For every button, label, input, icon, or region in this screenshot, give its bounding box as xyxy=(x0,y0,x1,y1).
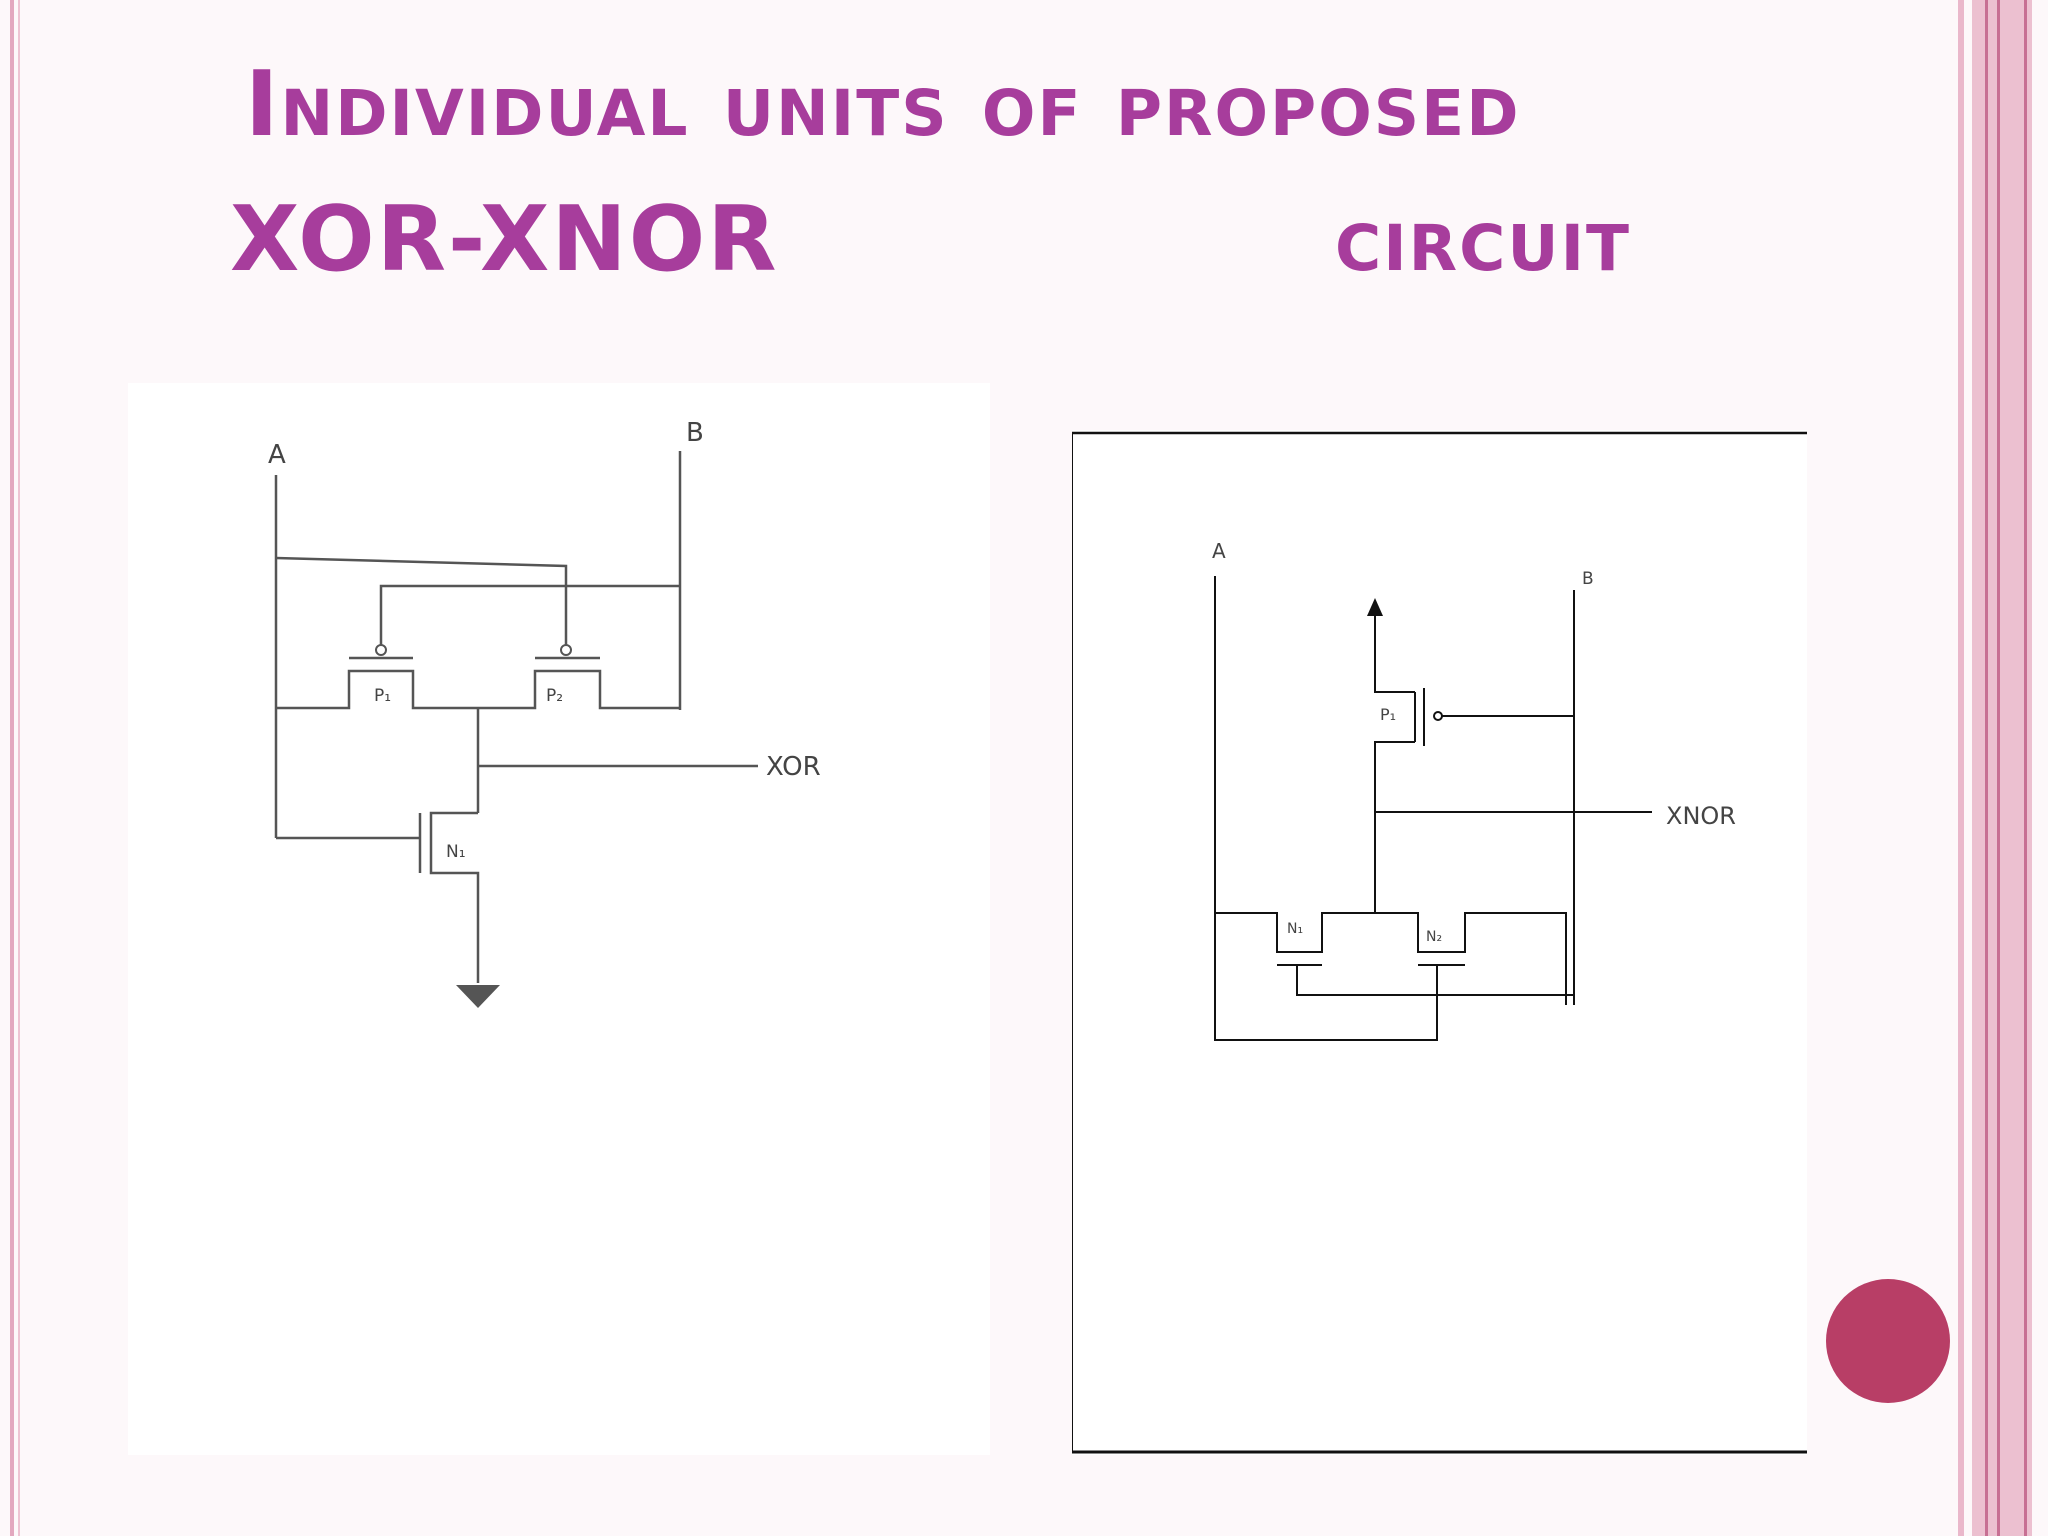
right-border-band xyxy=(1972,0,2032,1536)
title-line-1: Individual units of proposed xyxy=(245,52,1521,157)
left-border-line xyxy=(10,0,14,1536)
xor-p2-bubble xyxy=(560,644,572,656)
xnor-schematic-panel: A B P₁ N₁ N₂ XNOR xyxy=(1071,430,1807,1455)
left-border-line-inner xyxy=(18,0,20,1536)
slide-bullet-circle xyxy=(1826,1279,1950,1403)
xnor-schematic: A B P₁ N₁ N₂ XNOR xyxy=(1071,431,1807,1454)
xor-label-p2: P₂ xyxy=(546,686,563,706)
title-line-2-left: XOR-XNOR xyxy=(230,187,779,292)
xnor-output-node xyxy=(1374,741,1415,913)
xor-label-output: XOR xyxy=(766,752,821,782)
xnor-n2-gate-wire xyxy=(1214,965,1438,1041)
xor-p1-channel xyxy=(276,669,478,710)
xnor-label-b: B xyxy=(1582,569,1594,589)
xor-label-b: B xyxy=(686,418,704,448)
right-border-outer xyxy=(1958,0,1964,1536)
xor-label-p1: P₁ xyxy=(374,686,391,706)
ground-icon xyxy=(456,985,500,1008)
xor-label-a: A xyxy=(268,440,286,470)
xnor-n1-n2-channels xyxy=(1215,912,1567,1005)
xnor-supply-wire xyxy=(1374,610,1415,693)
xnor-label-n1: N₁ xyxy=(1287,921,1303,937)
xor-label-n1: N₁ xyxy=(446,842,466,862)
xnor-label-p1: P₁ xyxy=(1380,705,1396,724)
right-border-line-1 xyxy=(1985,0,1988,1536)
right-border-line-2 xyxy=(1997,0,2000,1536)
xnor-label-n2: N₂ xyxy=(1426,929,1442,945)
xor-n1-channel xyxy=(429,811,480,983)
xnor-label-output: XNOR xyxy=(1666,802,1736,830)
xnor-label-a: A xyxy=(1212,539,1226,563)
xor-p1-bubble xyxy=(375,644,387,656)
right-border-line-3 xyxy=(2024,0,2027,1536)
xnor-p1-bubble xyxy=(1433,711,1443,721)
xnor-n1-gate-wire xyxy=(1296,965,1574,996)
xor-schematic: A B P₁ P₂ N₁ XOR xyxy=(268,418,821,1008)
xor-schematic-panel: A B P₁ P₂ N₁ XOR xyxy=(128,383,990,1455)
xor-p2-channel xyxy=(478,669,680,710)
title-line-2-right: circuit xyxy=(1335,187,1631,292)
xor-wire-a-to-p2-gate xyxy=(275,556,568,645)
supply-arrow-icon xyxy=(1367,598,1383,616)
xor-wire-b-to-p1-gate xyxy=(379,584,680,645)
